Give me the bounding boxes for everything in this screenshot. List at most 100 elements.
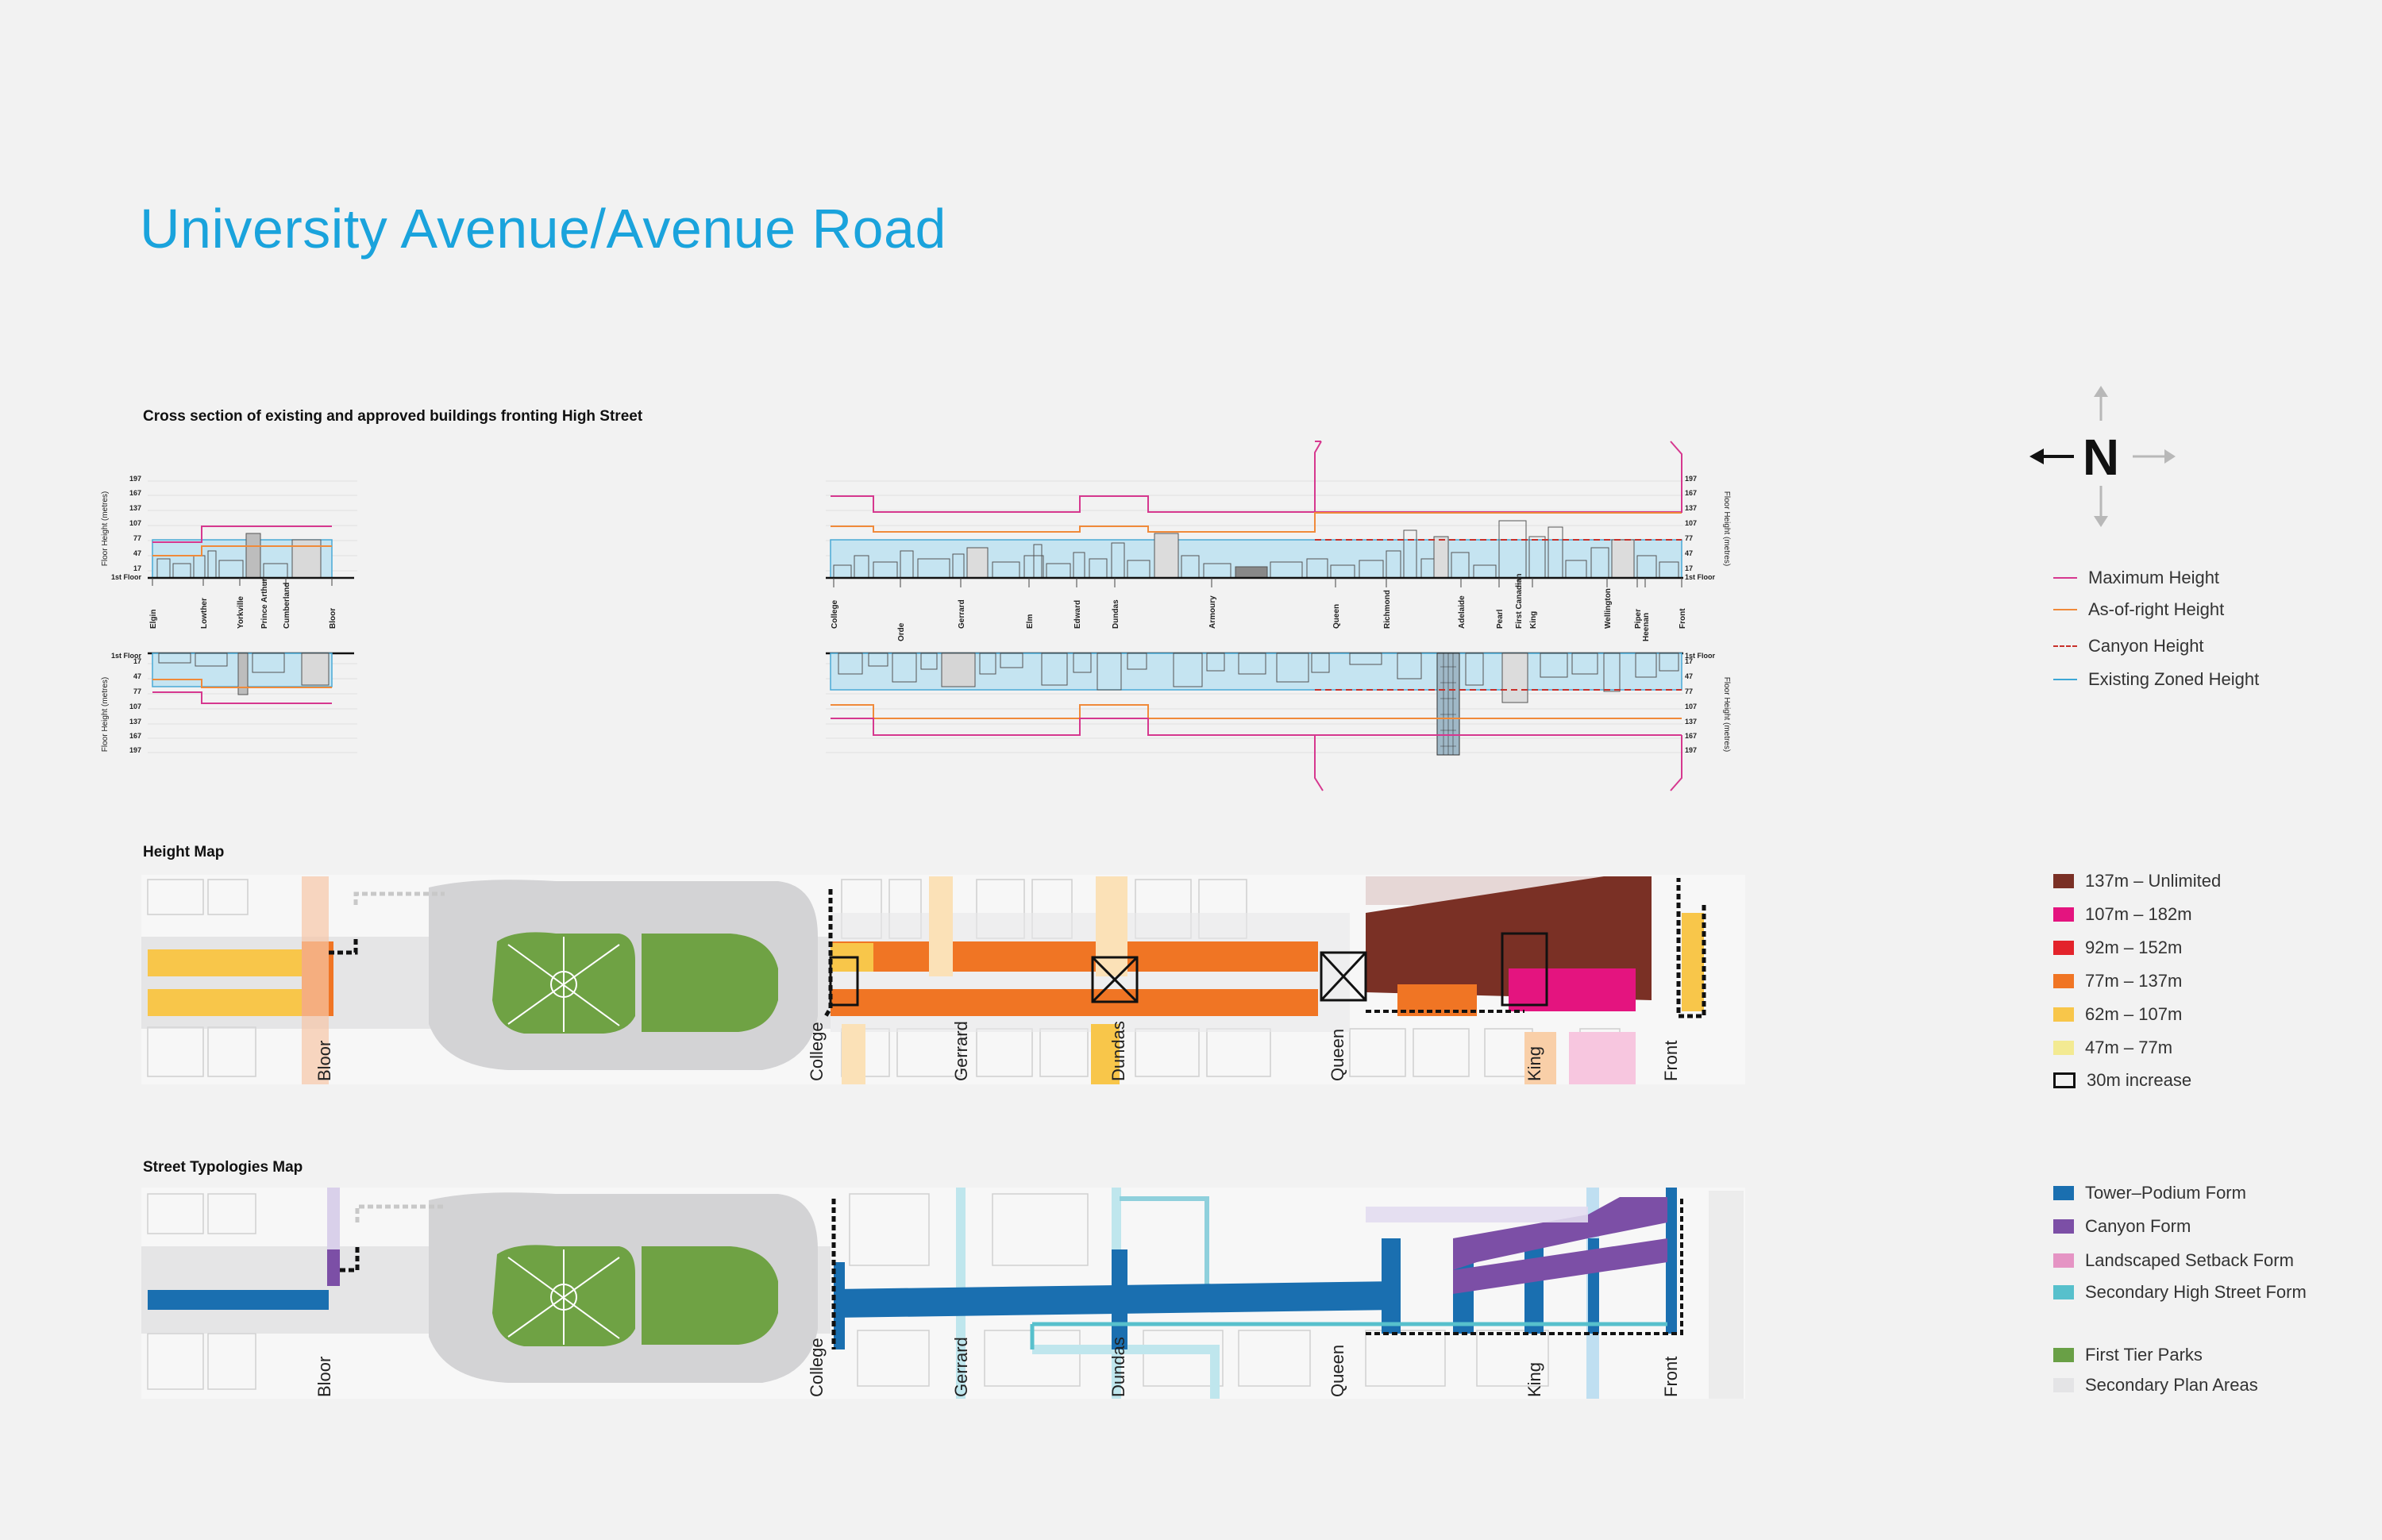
street-label: Pearl: [1496, 609, 1505, 629]
axis-tick-label: 167: [129, 732, 141, 740]
legend-label: 137m – Unlimited: [2085, 871, 2222, 891]
legend-label: Tower–Podium Form: [2085, 1183, 2246, 1203]
axis-tick-label: 77: [1685, 687, 1693, 695]
legend-label: Maximum Height: [2088, 568, 2220, 587]
axis-tick-label: 197: [129, 746, 141, 754]
legend-label: Secondary High Street Form: [2085, 1282, 2307, 1302]
legend-label: First Tier Parks: [2085, 1345, 2203, 1365]
axis-tick-label: 17: [133, 657, 141, 665]
axis-label: Floor Height (metres): [1722, 677, 1731, 752]
map-street-label: College: [807, 1022, 827, 1081]
axis-tick-label: 167: [1685, 489, 1697, 497]
street-label: Dundas: [1112, 599, 1120, 629]
axis-tick-label: 77: [133, 687, 141, 695]
legend-item: 92m – 152m: [2053, 936, 2182, 960]
street-typologies-label: Street Typologies Map: [143, 1159, 303, 1176]
legend-item: 107m – 182m: [2053, 903, 2192, 926]
legend-line-swatch: [2053, 577, 2077, 579]
axis-tick-label: 17: [1685, 657, 1693, 665]
legend-item: 137m – Unlimited: [2053, 869, 2221, 893]
axis-tick-label: 137: [129, 504, 141, 512]
axis-tick-label: 17: [1685, 564, 1693, 572]
legend-label: Landscaped Setback Form: [2085, 1250, 2294, 1270]
axis-tick-label: 1st Floor: [1685, 573, 1716, 581]
street-label: Queen: [1332, 604, 1341, 629]
legend-swatch: [2053, 1072, 2076, 1088]
street-label: Richmond: [1383, 590, 1392, 629]
axis-tick-label: 1st Floor: [111, 573, 142, 581]
axis-tick-label: 47: [133, 672, 141, 680]
street-label: College: [831, 599, 839, 629]
legend-label: Canyon Form: [2085, 1216, 2191, 1236]
axis-tick-label: 107: [129, 703, 141, 710]
legend-label: Existing Zoned Height: [2088, 669, 2260, 689]
legend-item: 47m – 77m: [2053, 1036, 2172, 1060]
legend-label: 77m – 137m: [2085, 971, 2183, 991]
street-label: Yorkville: [237, 596, 245, 629]
axis-tick-label: 197: [129, 475, 141, 483]
street-label: King: [1529, 611, 1538, 629]
axis-tick-label: 107: [1685, 703, 1697, 710]
map-street-label: Bloor: [314, 1041, 334, 1081]
axis-label: Floor Height (metres): [1722, 491, 1731, 566]
axis-tick-label: 167: [129, 489, 141, 497]
map-street-label: Bloor: [314, 1357, 334, 1397]
legend-item: 62m – 107m: [2053, 1003, 2182, 1026]
map-street-label: Front: [1661, 1041, 1681, 1081]
axis-tick-label: 197: [1685, 475, 1697, 483]
legend-swatch: [2053, 1253, 2074, 1268]
axis-tick-label: 107: [1685, 519, 1697, 527]
legend-swatch: [2053, 1378, 2074, 1392]
map-street-label: Dundas: [1108, 1337, 1128, 1397]
legend-label: 92m – 152m: [2085, 937, 2183, 957]
legend-label: 62m – 107m: [2085, 1004, 2183, 1024]
legend-label: 30m increase: [2087, 1070, 2192, 1090]
legend-swatch: [2053, 974, 2074, 988]
street-label: Armoury: [1208, 595, 1217, 629]
legend-swatch: [2053, 1285, 2074, 1299]
street-label: Elm: [1026, 614, 1035, 629]
legend-line-swatch: [2053, 645, 2077, 647]
axis-tick-label: 17: [133, 564, 141, 572]
legend-swatch: [2053, 874, 2074, 888]
legend-label: 107m – 182m: [2085, 904, 2192, 924]
street-label: Elgin: [149, 610, 158, 629]
cross-section-label: Cross section of existing and approved b…: [143, 408, 643, 425]
map-street-label: College: [807, 1338, 827, 1397]
axis-tick-label: 47: [1685, 549, 1693, 557]
legend-item: Canyon Form: [2053, 1215, 2191, 1238]
legend-item: Maximum Height: [2053, 566, 2219, 590]
legend-line-swatch: [2053, 609, 2077, 610]
axis-tick-label: 47: [1685, 672, 1693, 680]
legend-item: Existing Zoned Height: [2053, 668, 2259, 691]
map-street-label: Front: [1661, 1357, 1681, 1397]
axis-tick-label: 47: [133, 549, 141, 557]
legend-item: Landscaped Setback Form: [2053, 1249, 2294, 1272]
street-label: Piper: [1634, 609, 1643, 629]
compass-label: N: [2083, 429, 2119, 486]
axis-tick-label: 1st Floor: [1685, 652, 1716, 660]
street-label: Orde: [897, 622, 906, 641]
legend-swatch: [2053, 1186, 2074, 1200]
axis-tick-label: 137: [129, 718, 141, 726]
legend-swatch: [2053, 1007, 2074, 1022]
street-label: First Canadian: [1515, 574, 1524, 629]
legend-item: Canyon Height: [2053, 634, 2204, 658]
street-label: Adelaide: [1458, 595, 1467, 629]
axis-tick-label: 167: [1685, 732, 1697, 740]
axis-tick-label: 107: [129, 519, 141, 527]
axis-tick-label: 1st Floor: [111, 652, 142, 660]
street-label: Bloor: [329, 608, 337, 629]
legend-item: Tower–Podium Form: [2053, 1181, 2246, 1205]
map-street-label: Dundas: [1108, 1021, 1128, 1081]
axis-tick-label: 137: [1685, 718, 1697, 726]
street-label: Wellington: [1604, 588, 1613, 629]
map-street-label: Queen: [1328, 1029, 1347, 1081]
legend-item: Secondary Plan Areas: [2053, 1373, 2258, 1397]
legend-swatch: [2053, 1348, 2074, 1362]
legend-swatch: [2053, 907, 2074, 922]
map-street-label: Gerrard: [951, 1021, 971, 1081]
